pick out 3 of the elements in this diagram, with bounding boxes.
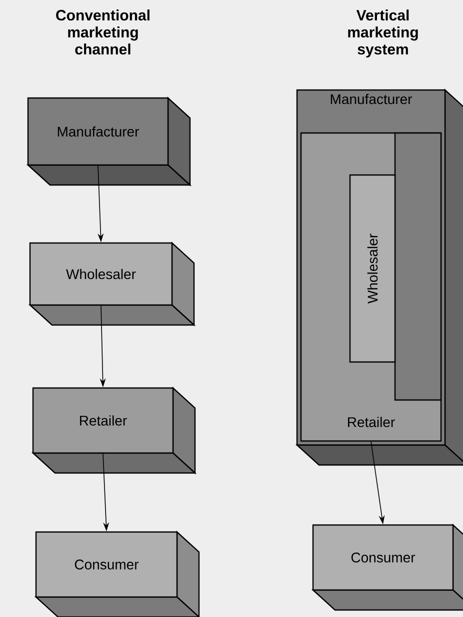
heading: Vertical marketing system: [348, 10, 418, 58]
heading: Conventional marketing channel: [56, 10, 150, 55]
box: Wholesaler: [349, 174, 396, 363]
